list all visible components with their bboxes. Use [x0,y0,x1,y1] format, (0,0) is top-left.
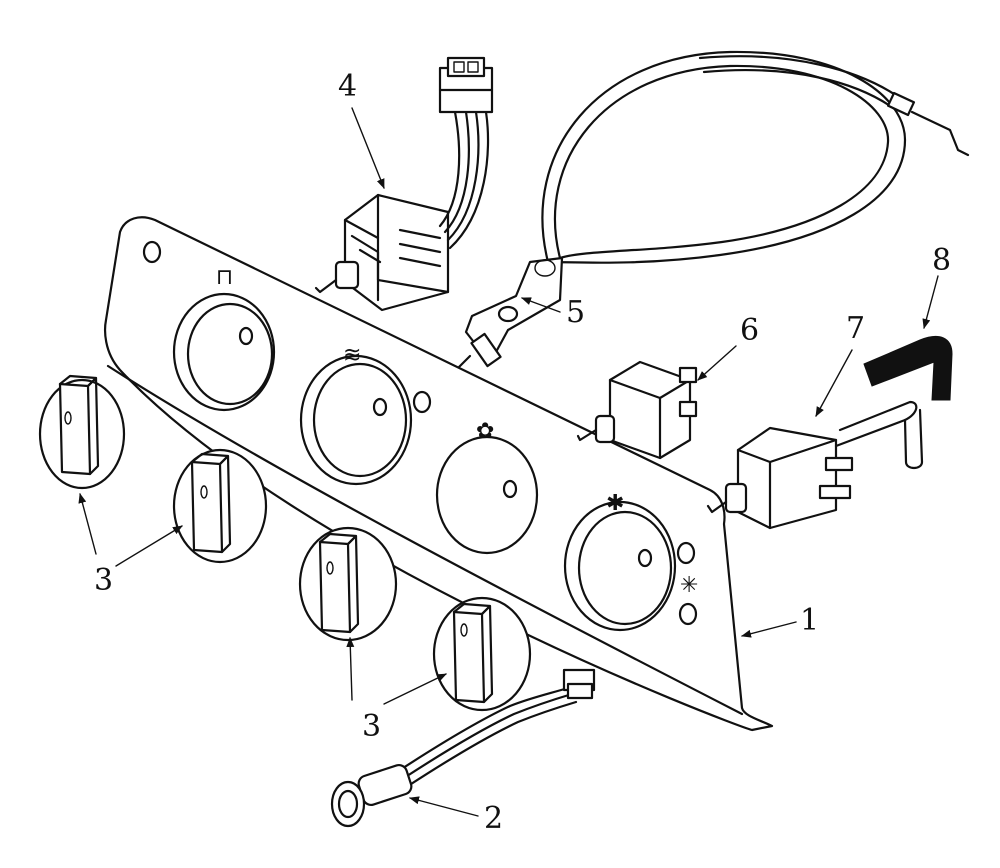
callout-4: 4 [338,69,357,104]
callout-3-left: 3 [94,563,113,598]
airflow-symbol: ≋ [343,343,361,368]
capillary-switch-bracket [448,256,564,372]
control-panel-part-1 [103,216,774,732]
callout-leaders [78,107,939,817]
callout-3-bottom: 3 [362,709,381,744]
callout-labels: 1 2 3 3 4 5 6 7 8 [94,69,951,836]
capillary-cable [541,50,970,264]
knob-3 [298,526,398,642]
fan-symbol: ✿ [476,419,494,444]
panel-symbols: ⊓ ≋ ✿ ✱ ✳ [216,265,698,598]
callout-7: 7 [846,311,865,346]
ac-symbol: ✳ [680,573,698,598]
hose-part-8 [863,336,953,401]
callout-5: 5 [566,295,585,330]
callout-6: 6 [740,313,759,348]
bulb-holder-part-2 [330,668,596,828]
push-switch-part-6 [576,360,698,460]
callout-1: 1 [800,603,819,638]
knob-4 [432,596,532,712]
callout-2: 2 [484,801,503,836]
knob-2 [172,448,268,564]
rotary-switch-part-4 [314,56,494,312]
defrost-symbol: ⊓ [216,265,233,290]
switch-part-7 [706,400,924,530]
recirc-symbol: ✱ [606,491,624,516]
callout-8: 8 [932,243,951,278]
knob-1 [38,374,126,490]
